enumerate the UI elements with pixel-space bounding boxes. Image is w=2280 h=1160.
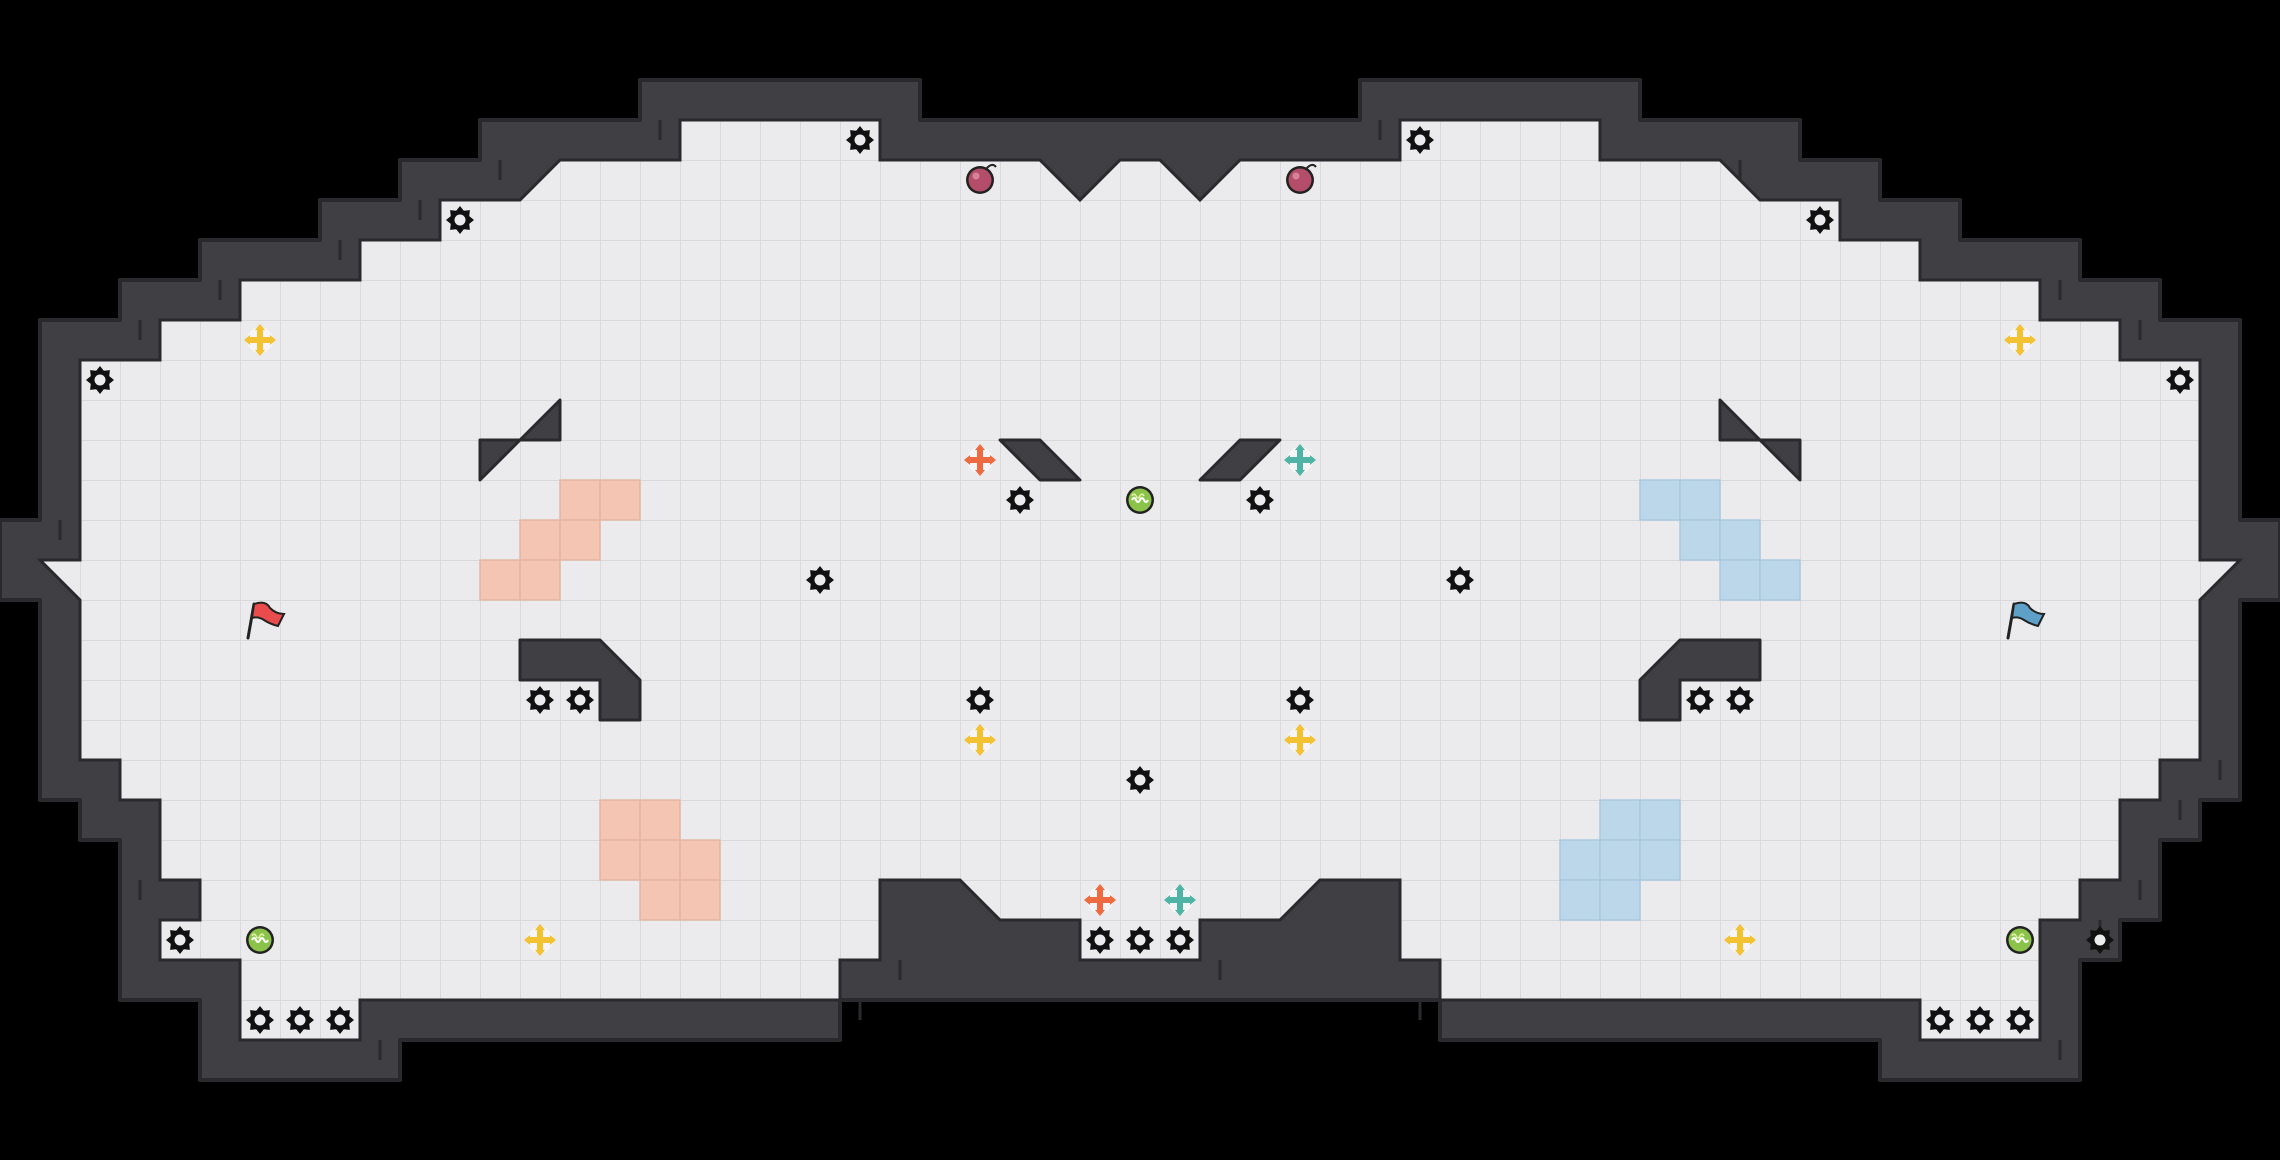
blue-team-tile bbox=[1639, 799, 1681, 841]
powerup-icon bbox=[1284, 444, 1316, 476]
powerup-icon bbox=[1164, 884, 1196, 916]
inner-wall-block bbox=[1638, 638, 1762, 722]
boost-icon bbox=[246, 926, 274, 954]
spike-icon bbox=[446, 206, 474, 234]
spike-icon bbox=[966, 686, 994, 714]
powerup-icon bbox=[964, 724, 996, 756]
boost-icon bbox=[1126, 486, 1154, 514]
red-team-tile bbox=[679, 839, 721, 881]
spike-icon bbox=[246, 1006, 274, 1034]
bomb-icon bbox=[966, 163, 997, 194]
spike-icon bbox=[806, 566, 834, 594]
spike-icon bbox=[166, 926, 194, 954]
spike-icon bbox=[1086, 926, 1114, 954]
spike-icon bbox=[1166, 926, 1194, 954]
inner-wall-block bbox=[1718, 398, 1762, 442]
powerup-icon bbox=[964, 444, 996, 476]
red-team-tile bbox=[639, 839, 681, 881]
blue-team-tile bbox=[1639, 839, 1681, 881]
spike-icon bbox=[1926, 1006, 1954, 1034]
spike-icon bbox=[286, 1006, 314, 1034]
inner-wall-block bbox=[998, 438, 1082, 482]
inner-wall-block bbox=[478, 438, 522, 482]
blue-team-tile bbox=[1679, 519, 1721, 561]
red-team-tile bbox=[479, 559, 521, 601]
spike-icon bbox=[1246, 486, 1274, 514]
spike-icon bbox=[1126, 926, 1154, 954]
inner-walls bbox=[478, 398, 1802, 722]
powerup-icon bbox=[524, 924, 556, 956]
inner-wall-block bbox=[1758, 438, 1802, 482]
spike-icon bbox=[1126, 766, 1154, 794]
spike-icon bbox=[1406, 126, 1434, 154]
map-objects bbox=[86, 126, 2194, 1034]
powerup-icon bbox=[1284, 724, 1316, 756]
spike-icon bbox=[1006, 486, 1034, 514]
spike-icon bbox=[526, 686, 554, 714]
floor-grid bbox=[36, 118, 2244, 1042]
spike-icon bbox=[1726, 686, 1754, 714]
red-team-tile bbox=[519, 559, 561, 601]
blue-team-tile bbox=[1719, 519, 1761, 561]
spike-icon bbox=[1806, 206, 1834, 234]
team-tiles bbox=[479, 479, 1801, 921]
blue-team-tile bbox=[1599, 879, 1641, 921]
red-flag-icon bbox=[246, 601, 286, 640]
blue-team-tile bbox=[1559, 839, 1601, 881]
red-team-tile bbox=[639, 799, 681, 841]
red-team-tile bbox=[559, 519, 601, 561]
blue-team-tile bbox=[1639, 479, 1681, 521]
powerup-icon bbox=[1724, 924, 1756, 956]
floor-area bbox=[36, 118, 2244, 1042]
spike-icon bbox=[2086, 926, 2114, 954]
spike-icon bbox=[86, 366, 114, 394]
spike-icon bbox=[846, 126, 874, 154]
spike-icon bbox=[1686, 686, 1714, 714]
spike-icon bbox=[1446, 566, 1474, 594]
red-team-tile bbox=[639, 879, 681, 921]
bomb-icon bbox=[1286, 163, 1317, 194]
spike-icon bbox=[2006, 1006, 2034, 1034]
blue-team-tile bbox=[1599, 839, 1641, 881]
spike-icon bbox=[1966, 1006, 1994, 1034]
spike-icon bbox=[1286, 686, 1314, 714]
inner-wall-block bbox=[1198, 438, 1282, 482]
powerup-icon bbox=[1084, 884, 1116, 916]
blue-team-tile bbox=[1719, 559, 1761, 601]
powerup-icon bbox=[2004, 324, 2036, 356]
red-team-tile bbox=[599, 799, 641, 841]
red-team-tile bbox=[599, 839, 641, 881]
spike-icon bbox=[566, 686, 594, 714]
blue-team-tile bbox=[1679, 479, 1721, 521]
spike-icon bbox=[2166, 366, 2194, 394]
blue-team-tile bbox=[1599, 799, 1641, 841]
red-team-tile bbox=[559, 479, 601, 521]
boost-icon bbox=[2006, 926, 2034, 954]
blue-team-tile bbox=[1759, 559, 1801, 601]
blue-team-tile bbox=[1559, 879, 1601, 921]
blue-flag-icon bbox=[2006, 601, 2046, 640]
spike-icon bbox=[326, 1006, 354, 1034]
powerup-icon bbox=[244, 324, 276, 356]
red-team-tile bbox=[679, 879, 721, 921]
red-team-tile bbox=[599, 479, 641, 521]
inner-wall-block bbox=[518, 398, 562, 442]
inner-wall-block bbox=[518, 638, 642, 722]
red-team-tile bbox=[519, 519, 561, 561]
